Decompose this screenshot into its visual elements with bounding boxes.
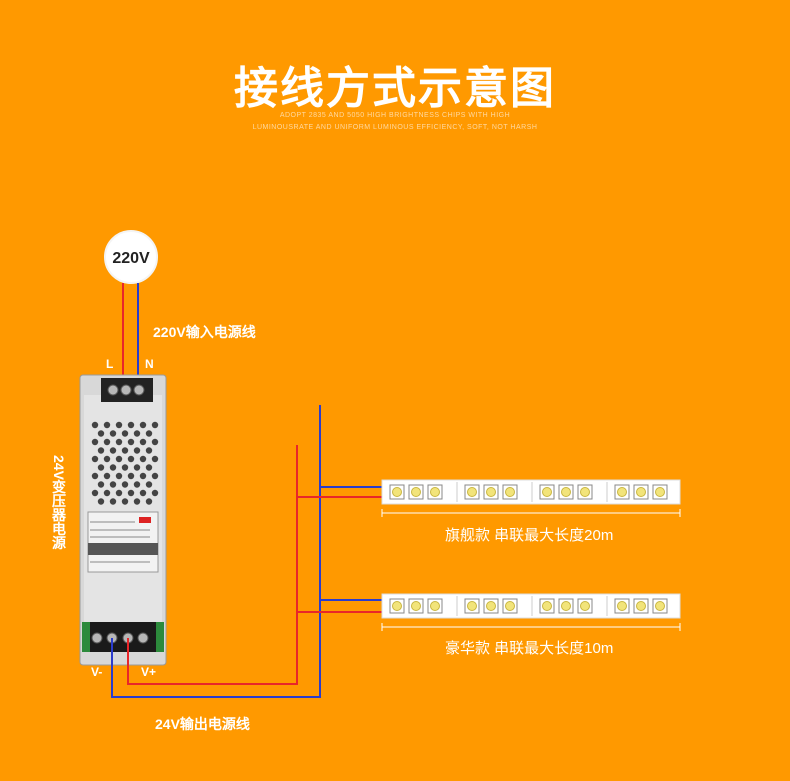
output-negative-wire: [111, 405, 321, 698]
v-plus-label: V+: [141, 665, 157, 679]
v-minus-label: V-: [91, 665, 103, 679]
terminal-l-label: L: [106, 357, 114, 371]
led-strip-1: [381, 479, 681, 517]
input-line-label: 220V输入电源线: [153, 324, 256, 340]
output-positive-wire: [127, 445, 298, 685]
power-source-voltage: 220V: [112, 250, 150, 267]
transformer-label: 24V变压器电源: [51, 455, 67, 550]
terminal-n-label: N: [145, 357, 154, 371]
power-supply-unit: [79, 374, 167, 666]
strip2-caption: 豪华款 串联最大长度10m: [445, 640, 614, 657]
subtitle-line-1: ADOPT 2835 AND 5050 HIGH BRIGHTNESS CHIP…: [279, 112, 511, 119]
led-strip-2: [381, 593, 681, 631]
strip1-caption: 旗舰款 串联最大长度20m: [445, 527, 614, 544]
output-line-label: 24V输出电源线: [155, 716, 250, 732]
page-title: 接线方式示意图: [234, 63, 556, 114]
vent-holes: [91, 421, 159, 505]
power-source-circle: [104, 230, 158, 284]
subtitle-line-2: LUMINOUSRATE AND UNIFORM LUMINOUS EFFICI…: [252, 124, 538, 131]
